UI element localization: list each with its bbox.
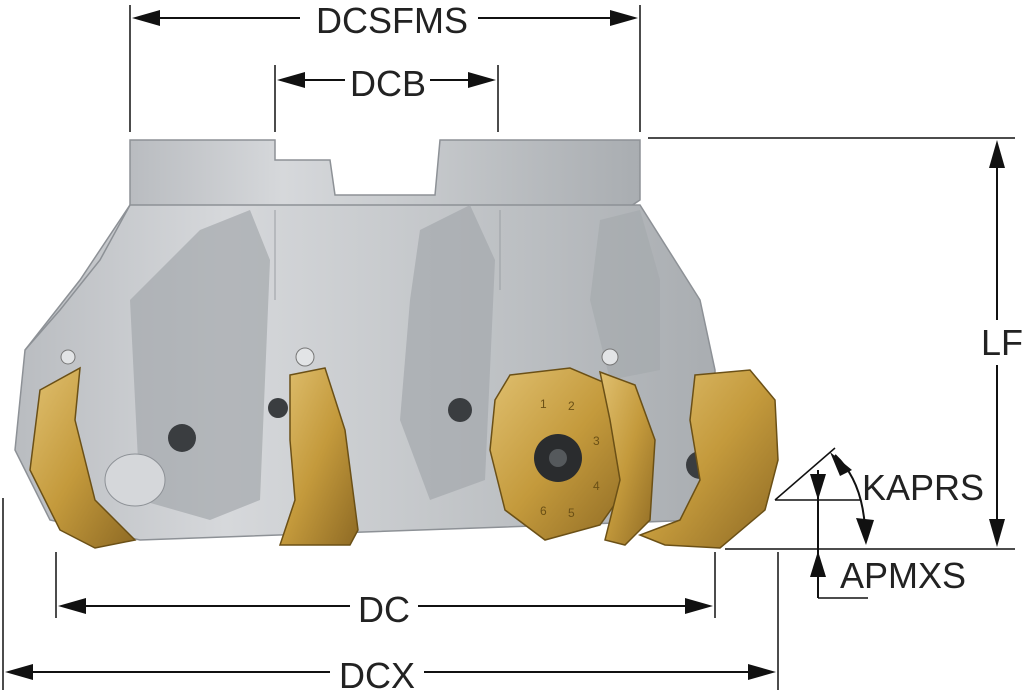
dcb-label: DCB [350, 63, 426, 104]
insert-marking-5: 5 [568, 506, 575, 520]
dc-dimension: DC [55, 552, 716, 630]
dcx-dimension: DCX [2, 498, 779, 693]
apmxs-label: APMXS [840, 555, 966, 596]
kaprs-label: KAPRS [862, 467, 984, 508]
insert-left [29, 366, 137, 549]
insert-marking-6: 6 [540, 504, 547, 518]
lf-dimension: LF [648, 137, 1023, 550]
insert-marking-4: 4 [593, 479, 600, 493]
dc-label: DC [358, 589, 410, 630]
insert-marking-1: 1 [540, 397, 547, 411]
insert-center-left [278, 367, 359, 546]
insert-front: 1 2 3 4 5 6 [489, 367, 631, 541]
insert-marking-3: 3 [593, 434, 600, 448]
lf-label: LF [981, 322, 1023, 363]
dcx-label: DCX [339, 655, 415, 693]
dcb-dimension: DCB [274, 63, 499, 132]
insert-marking-2: 2 [568, 399, 575, 413]
kaprs-dimension: KAPRS [774, 447, 984, 545]
apmxs-dimension: APMXS [810, 470, 966, 599]
insert-right [637, 369, 779, 549]
dcsfms-dimension: DCSFMS [129, 0, 641, 132]
dcsfms-label: DCSFMS [316, 0, 468, 41]
insert-center-right [598, 370, 656, 546]
